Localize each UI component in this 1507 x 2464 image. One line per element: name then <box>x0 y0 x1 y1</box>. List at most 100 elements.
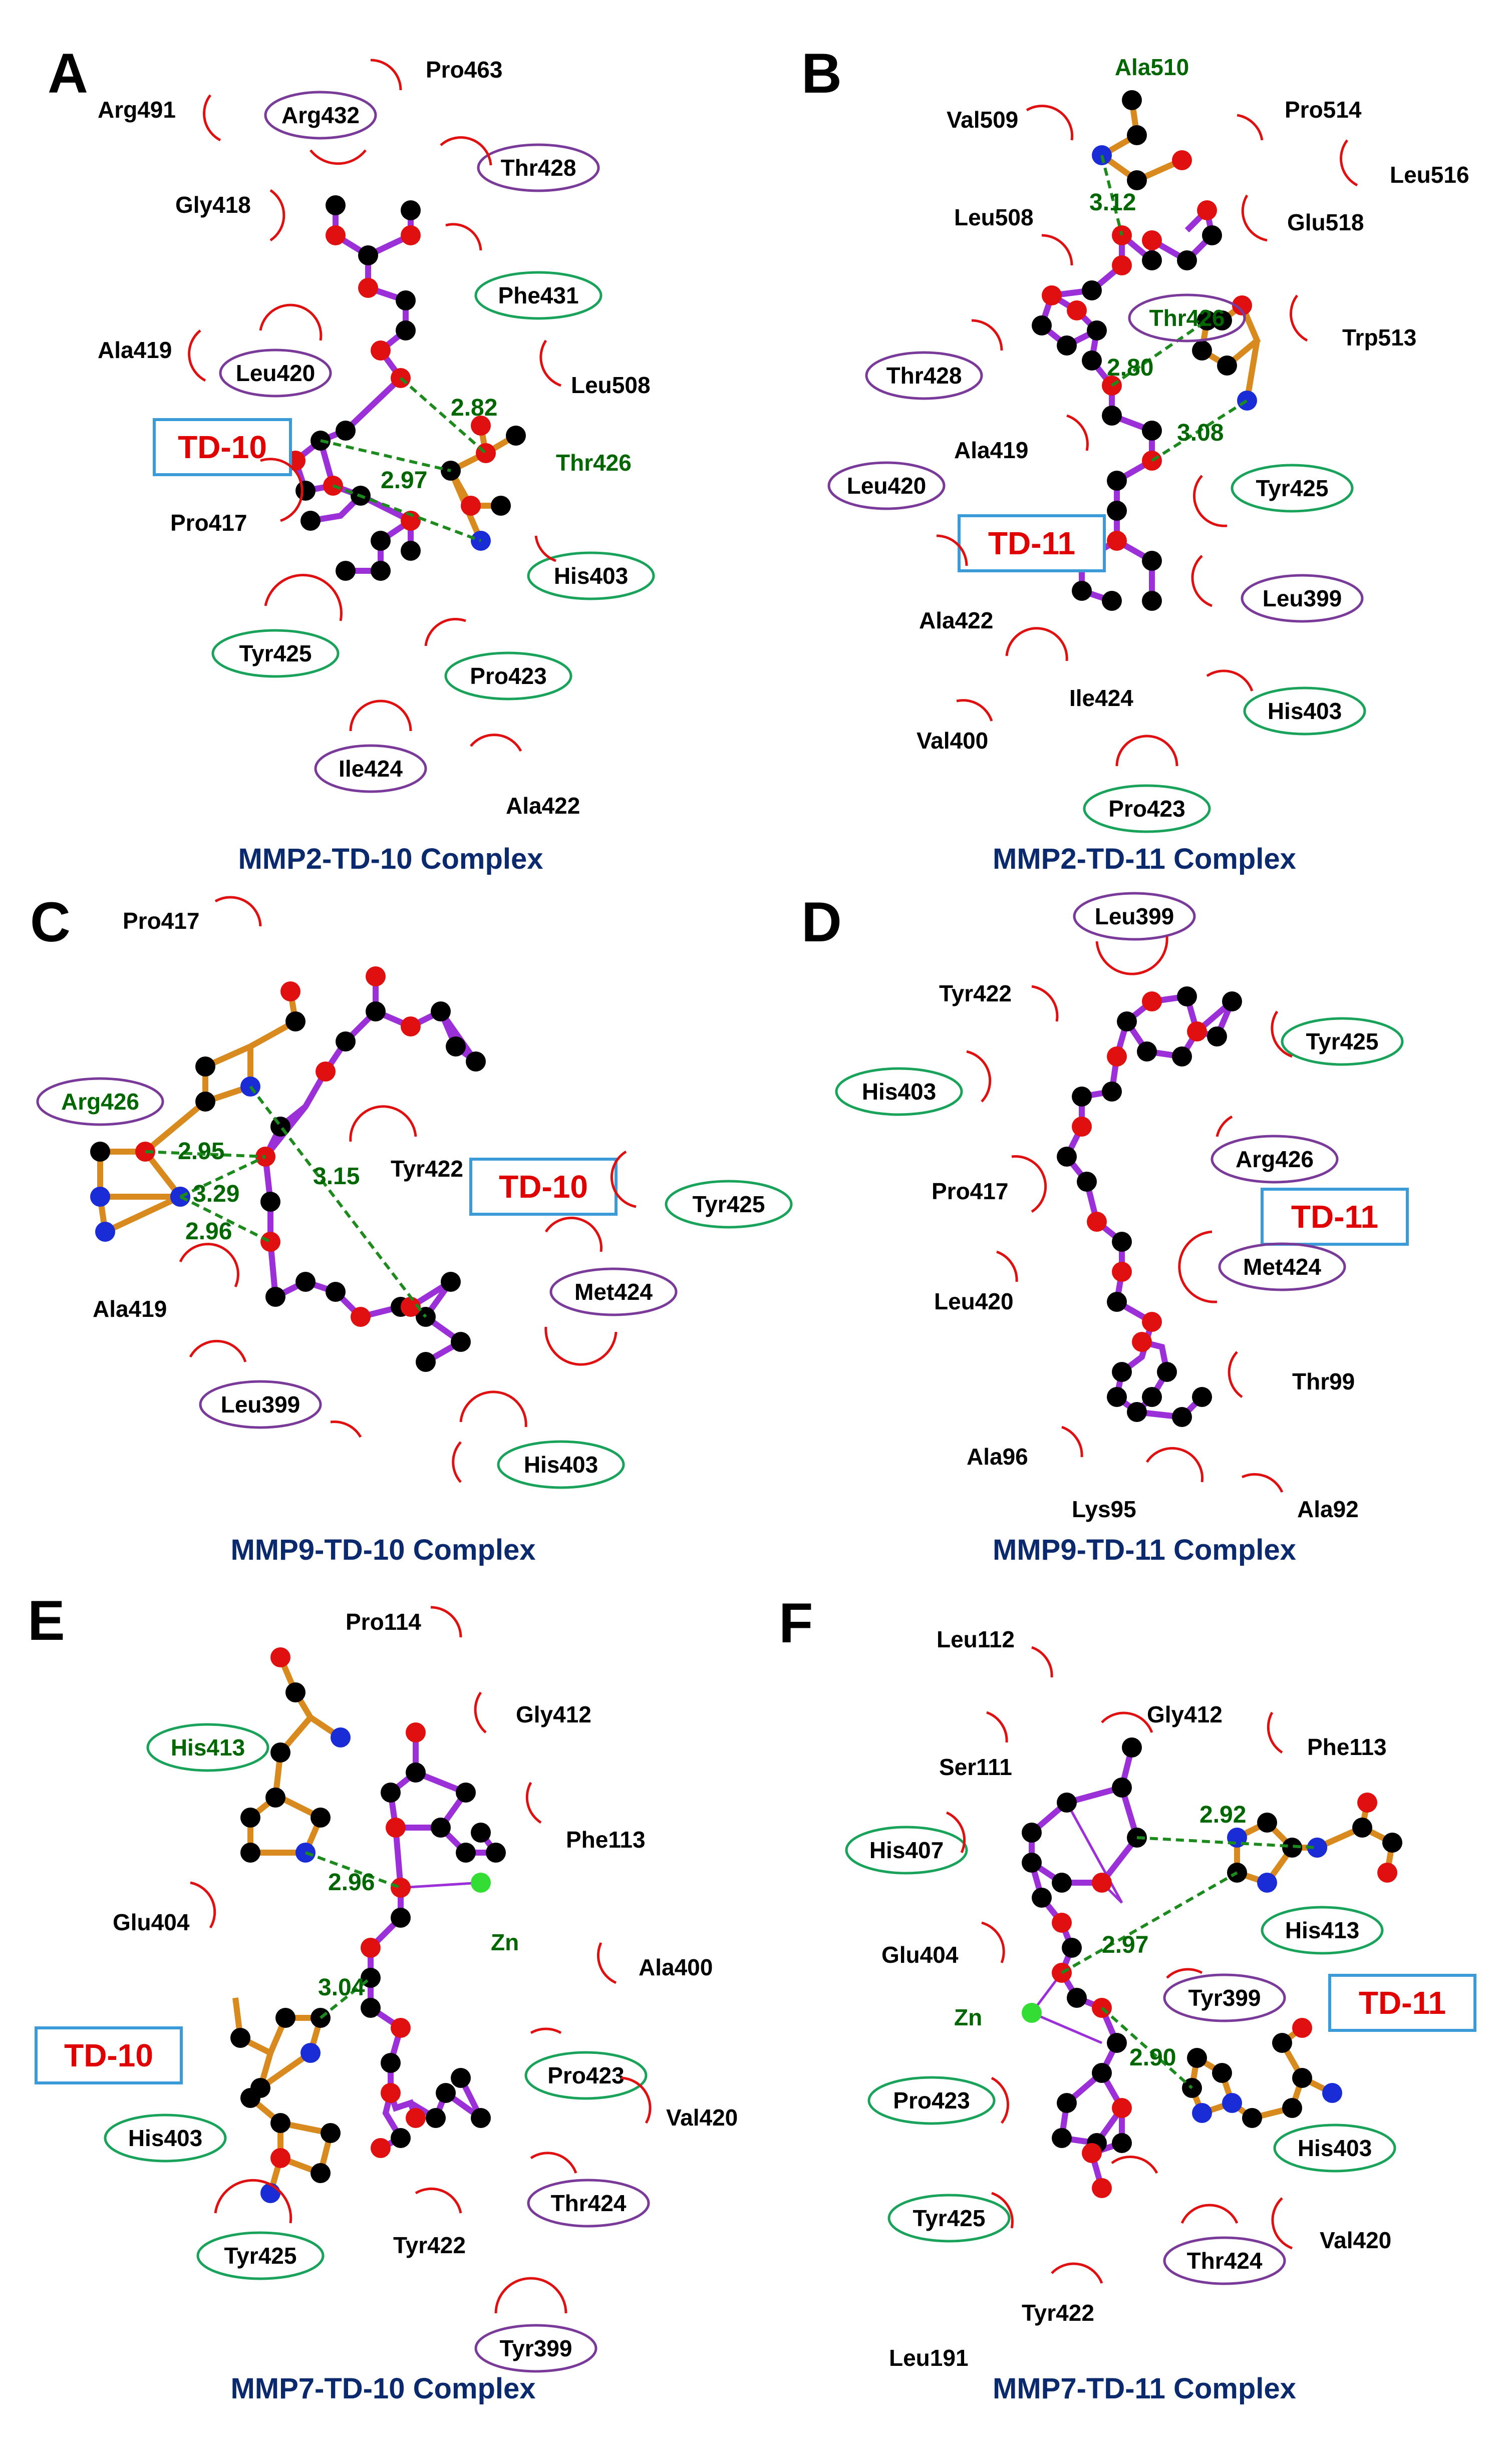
residue-label: Tyr425 <box>1306 1028 1379 1054</box>
residue-label: Pro423 <box>893 2087 970 2114</box>
panel-a: A <box>48 42 655 875</box>
residue-label: Lys95 <box>1072 1496 1136 1522</box>
distance-label: 3.29 <box>193 1181 239 1207</box>
hbond-lines <box>320 377 487 542</box>
hydrophobic-contacts <box>966 936 1293 1493</box>
residue-label: Tyr425 <box>693 1191 765 1217</box>
ligand-label-box <box>1261 1188 1409 1246</box>
residue-label: His413 <box>171 1734 245 1761</box>
ligand-molecule <box>1032 90 1261 611</box>
residue-label: His403 <box>862 1079 936 1105</box>
panel-label-a: A <box>48 42 88 105</box>
residue-label: His403 <box>128 2125 202 2151</box>
residue-label: Arg491 <box>98 97 176 123</box>
ligand-label-box <box>469 1158 618 1216</box>
panel-caption: MMP9-TD-10 Complex <box>230 1534 535 1566</box>
ligand-label: TD-10 <box>64 2037 153 2073</box>
ligand-label: TD-11 <box>988 525 1075 561</box>
panel-caption: MMP9-TD-11 Complex <box>993 1534 1296 1566</box>
residue-label: Zn <box>954 2004 982 2030</box>
residue-label: Trp513 <box>1342 324 1416 350</box>
panel-label-f: F <box>779 1592 813 1654</box>
hbond-lines <box>1061 1836 1318 2089</box>
ligand-molecule <box>1022 1737 1402 2198</box>
panel-c: C <box>30 891 793 1566</box>
distance-label: 2.97 <box>1102 1932 1148 1958</box>
residue-label: Glu404 <box>881 1942 959 1968</box>
residue-label: Ala419 <box>98 337 172 363</box>
residue-label: Tyr425 <box>239 640 312 666</box>
residue-label: Glu518 <box>1287 209 1364 235</box>
panel-caption: MMP2-TD-11 Complex <box>993 843 1296 875</box>
hbond-lines <box>305 1851 402 2019</box>
ligand-label: TD-10 <box>178 429 267 465</box>
residue-label: Pro417 <box>932 1178 1008 1204</box>
hydrophobic-contacts <box>936 105 1358 767</box>
ligand-label-box <box>153 418 292 476</box>
residue-label: Ala510 <box>1115 54 1189 80</box>
panel-caption: MMP7-TD-10 Complex <box>230 2372 535 2405</box>
residue-label: Tyr425 <box>913 2205 986 2231</box>
residue-label: Leu420 <box>847 473 927 499</box>
residue-label: His403 <box>1268 698 1342 724</box>
residue-label: Pro417 <box>123 908 199 934</box>
residue-label: Thr426 <box>1149 305 1225 331</box>
residue-label: Ile424 <box>1069 685 1133 711</box>
residue-label: Ser111 <box>939 1754 1012 1780</box>
distance-label: 2.92 <box>1199 1802 1246 1828</box>
residue-label: His413 <box>1285 1917 1359 1943</box>
residue-label: Ala96 <box>967 1444 1028 1470</box>
residue-label: His407 <box>869 1837 944 1863</box>
panel-caption: MMP7-TD-11 Complex <box>993 2372 1296 2405</box>
residue-label: Leu191 <box>889 2345 969 2371</box>
panel-label-b: B <box>801 42 842 105</box>
residue-label: Tyr425 <box>224 2243 297 2269</box>
residue-label: Arg432 <box>281 102 360 128</box>
residue-label: Pro423 <box>547 2062 624 2088</box>
residue-label: Val420 <box>1320 2227 1391 2253</box>
residue-label: Thr424 <box>551 2190 627 2216</box>
distance-label: 2.96 <box>185 1218 232 1245</box>
panel-label-d: D <box>801 891 842 953</box>
residue-label: Val400 <box>917 728 988 754</box>
hydrophobic-contacts <box>188 59 561 752</box>
residue-label: Leu516 <box>1390 162 1469 188</box>
residue-label: Tyr422 <box>1022 2300 1094 2326</box>
residue-label: Leu508 <box>571 372 651 398</box>
panel-label-c: C <box>30 891 71 953</box>
ligand-label-box <box>958 514 1106 572</box>
residue-label: Gly412 <box>1147 1701 1223 1727</box>
residue-label: Met424 <box>574 1279 653 1305</box>
residue-label: Leu508 <box>954 204 1034 230</box>
residue-label: Gly412 <box>516 1701 591 1727</box>
residue-label: Pro417 <box>170 510 247 536</box>
distance-label: 3.04 <box>318 1974 365 2001</box>
residue-label: Ile424 <box>339 756 403 782</box>
hydrophobic-contacts <box>179 896 637 1483</box>
residue-label: Val420 <box>666 2104 738 2131</box>
hydrophobic-contacts <box>946 1646 1293 2284</box>
residue-label: Pro463 <box>426 57 502 83</box>
panel-caption: MMP2-TD-10 Complex <box>238 843 543 875</box>
residue-label: Tyr399 <box>1188 1985 1261 2011</box>
distance-label: 3.15 <box>313 1163 360 1190</box>
residue-label: His403 <box>524 1452 598 1478</box>
residue-label: Zn <box>491 1929 519 1955</box>
residue-label: Ala92 <box>1297 1496 1359 1522</box>
residue-label: Pro114 <box>346 1609 421 1635</box>
hbond-lines <box>1100 155 1248 462</box>
residue-label: Leu112 <box>937 1626 1015 1652</box>
residue-label: Ala419 <box>954 437 1028 463</box>
residue-label: Tyr422 <box>393 2232 466 2258</box>
residue-label: Arg426 <box>1236 1146 1314 1172</box>
residue-label: Gly418 <box>175 192 251 218</box>
residue-label: Ala400 <box>639 1954 713 1980</box>
panel-label-e: E <box>28 1589 65 1652</box>
residue-label: Thr426 <box>556 450 632 476</box>
residue-label: Leu420 <box>934 1288 1014 1314</box>
residue-label: Thr424 <box>1187 2248 1263 2274</box>
residue-label: Leu420 <box>236 360 316 386</box>
ligand-label-box <box>1328 1974 1476 2032</box>
residue-label: Ala422 <box>506 793 580 819</box>
residue-label: Tyr422 <box>391 1156 463 1182</box>
